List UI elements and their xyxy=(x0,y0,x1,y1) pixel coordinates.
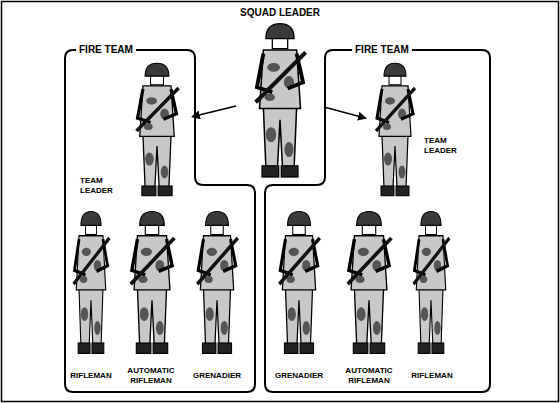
label-slot: GRENADIER xyxy=(186,364,248,388)
fire-team-outline xyxy=(62,40,258,398)
command-arrow xyxy=(192,106,236,117)
rifleman: RIFLEMAN xyxy=(406,206,458,388)
grenadier-figure xyxy=(279,211,320,353)
label-slot: AUTOMATIC RIFLEMAN xyxy=(334,364,404,388)
role-label: TEAM LEADER xyxy=(80,176,124,195)
grenadier: GRENADIER xyxy=(268,206,330,388)
role-label: TEAM LEADER xyxy=(424,136,460,155)
team-leader: TEAM LEADER xyxy=(366,58,460,204)
role-label: SQUAD LEADER xyxy=(236,7,324,19)
role-label: AUTOMATIC RIFLEMAN xyxy=(118,366,184,385)
grenadier: GRENADIER xyxy=(186,206,248,388)
fire-team-border xyxy=(65,50,255,392)
team-leader: TEAM LEADER xyxy=(78,58,192,204)
label-slot: FIRE TEAM xyxy=(352,44,412,56)
role-label: RIFLEMAN xyxy=(70,371,111,381)
squad-leader-figure xyxy=(256,24,306,177)
fire-team: FIRE TEAM TEAM LEADER GRENADIER AUTOMATIC R… xyxy=(262,40,494,398)
team-leader-figure xyxy=(136,63,178,195)
label-slot: RIFLEMAN xyxy=(406,364,458,388)
rifleman: RIFLEMAN xyxy=(66,206,116,388)
group-heading: FIRE TEAM xyxy=(352,44,412,56)
command-arrow xyxy=(324,107,366,118)
label-slot: TEAM LEADER xyxy=(80,176,124,195)
label-slot: RIFLEMAN xyxy=(66,364,116,388)
automatic-rifleman-figure xyxy=(131,211,175,353)
label-slot: FIRE TEAM xyxy=(76,44,136,56)
label-slot: AUTOMATIC RIFLEMAN xyxy=(118,364,184,388)
grenadier-figure xyxy=(197,211,238,353)
rifleman-figure xyxy=(74,211,110,353)
team-leader-figure xyxy=(376,63,415,195)
role-label: GRENADIER xyxy=(193,371,241,381)
role-label: RIFLEMAN xyxy=(411,371,452,381)
fire-team-outline xyxy=(262,40,494,398)
automatic-rifleman-figure xyxy=(348,211,392,353)
label-slot: GRENADIER xyxy=(268,364,330,388)
group-heading: FIRE TEAM xyxy=(76,44,136,56)
role-label: GRENADIER xyxy=(275,371,323,381)
label-slot: SQUAD LEADER xyxy=(236,7,324,19)
automatic-rifleman: AUTOMATIC RIFLEMAN xyxy=(334,206,404,388)
role-label: AUTOMATIC RIFLEMAN xyxy=(334,366,404,385)
rifleman-figure xyxy=(414,211,450,353)
fire-team: FIRE TEAM TEAM LEADER RIFLEMAN AUTOMATIC RI… xyxy=(62,40,258,398)
fire-team-border xyxy=(265,50,490,392)
automatic-rifleman: AUTOMATIC RIFLEMAN xyxy=(118,206,184,388)
label-slot: TEAM LEADER xyxy=(424,136,460,155)
squad-leader: SQUAD LEADER xyxy=(236,4,324,186)
